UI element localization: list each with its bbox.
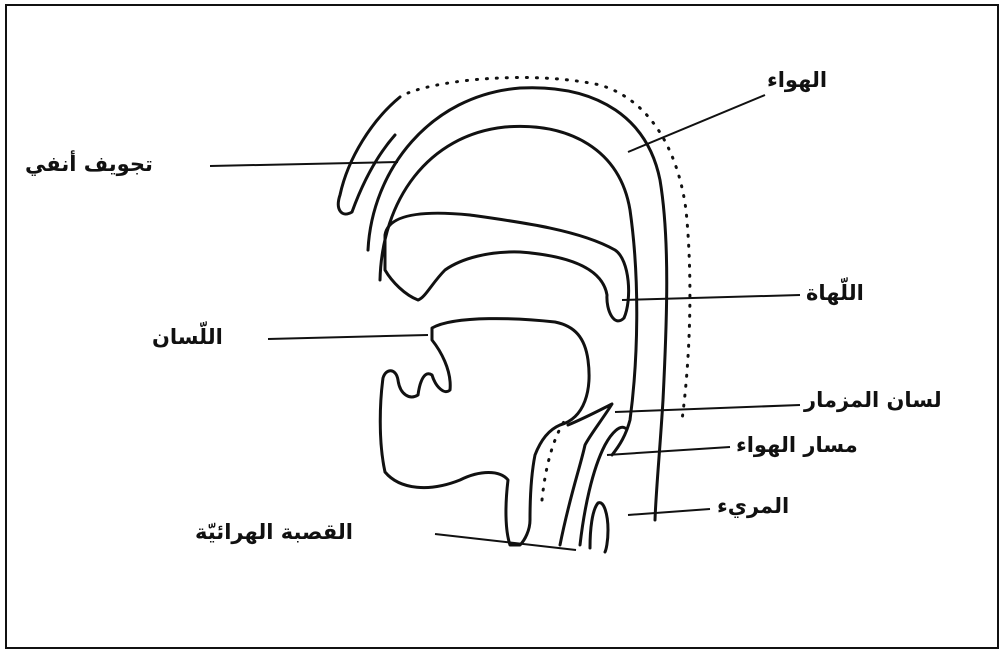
label-trachea: القصبة الهرائيّة [195,520,353,544]
esophagus-tube [590,503,608,552]
label-air: الهواء [767,68,827,92]
leader-esophagus [628,509,710,515]
palate [385,213,629,321]
label-esophagus: المريء [717,494,789,518]
nose-outline [338,97,400,214]
outer-airway-wall [368,88,667,520]
leader-uvula [622,295,800,300]
leader-epiglottis [615,405,800,412]
label-airway: مسار الهواء [736,433,858,457]
leader-tongue [268,335,428,339]
label-epiglottis: لسان المزمار [804,388,942,412]
inner-dotted-line [542,420,565,500]
leader-nasal [210,162,398,166]
label-nasal-cavity: تجويف أنفي [25,152,153,176]
inner-airway-wall [380,126,637,455]
label-uvula: اللّهاة [806,281,864,305]
leader-air [628,95,765,152]
leader-trachea [435,534,576,550]
epiglottis-shape [560,404,612,545]
leader-airway [607,447,730,455]
label-tongue: اللّسان [152,325,223,349]
